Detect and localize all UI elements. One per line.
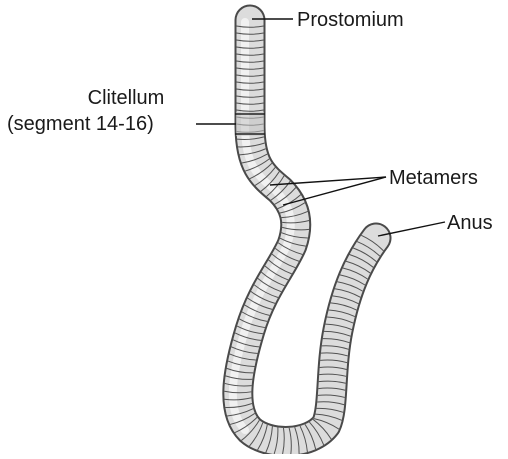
label-prostomium: Prostomium bbox=[297, 8, 404, 32]
leader-lines bbox=[196, 19, 445, 236]
clitellum-band bbox=[235, 112, 265, 136]
label-clitellum-segment: (segment 14-16) bbox=[7, 112, 154, 136]
label-anus: Anus bbox=[447, 211, 493, 235]
label-metamers: Metamers bbox=[389, 166, 478, 190]
label-clitellum: Clitellum bbox=[56, 86, 196, 110]
